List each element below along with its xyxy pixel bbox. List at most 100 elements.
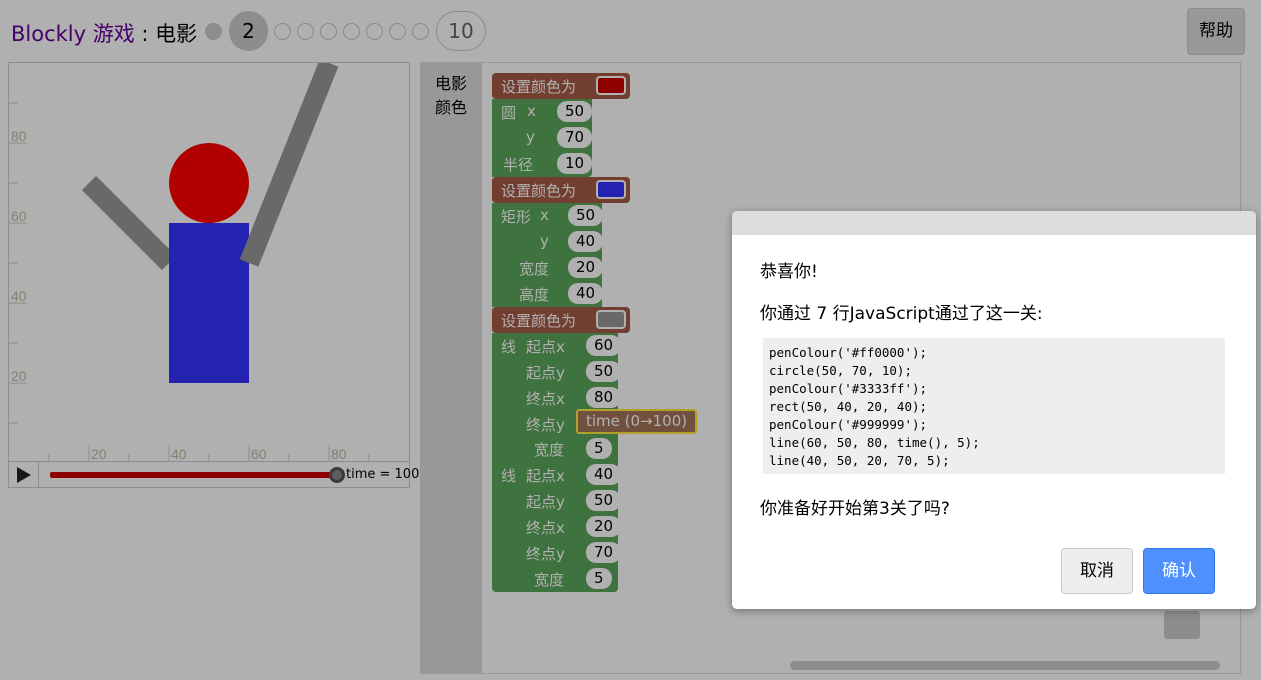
next-level-question: 你准备好开始第3关了吗?	[760, 499, 950, 519]
right-arm-line	[239, 63, 339, 267]
y-tick-40: 40	[11, 288, 27, 304]
level-dot-8[interactable]	[389, 23, 406, 40]
colour-swatch-blue[interactable]	[596, 180, 626, 199]
level-dot-9[interactable]	[412, 23, 429, 40]
block-label: 起点x	[526, 467, 565, 485]
block-label: x	[540, 206, 549, 224]
level-dot-1[interactable]	[205, 23, 222, 40]
rect-x-input[interactable]: 50	[568, 205, 604, 226]
level-dot-5[interactable]	[320, 23, 337, 40]
circle-radius-input[interactable]: 10	[557, 153, 593, 174]
congrats-text: 恭喜你!	[760, 262, 818, 282]
play-icon	[17, 467, 31, 483]
block-label: 设置颜色为	[501, 182, 577, 200]
code-line-4: rect(50, 40, 20, 40);	[769, 399, 928, 414]
title-separator: :	[134, 22, 156, 46]
body-rect	[169, 223, 249, 383]
block-label: 线	[501, 467, 517, 485]
line-block-2[interactable]: 线 起点x 40 起点y 50 终点x 20 终点y 70 宽度 5	[492, 462, 622, 592]
toolbox: 电影 颜色	[420, 62, 482, 674]
block-label: 终点x	[526, 519, 565, 537]
x-tick-40: 40	[171, 446, 187, 462]
block-label: 终点y	[526, 416, 565, 434]
block-label: 圆	[501, 104, 517, 122]
y-tick-60: 60	[11, 208, 27, 224]
colour-swatch-grey[interactable]	[596, 310, 626, 329]
level-dot-3[interactable]	[274, 23, 291, 40]
block-label: 设置颜色为	[501, 312, 577, 330]
block-label: x	[527, 102, 536, 120]
line2-y1-input[interactable]: 50	[586, 490, 622, 511]
line-block-1[interactable]: 线 起点x 60 起点y 50 终点x 80 终点y 宽度 5	[492, 333, 622, 462]
lines-of-code-message: 你通过 7 行JavaScript通过了这一关:	[760, 304, 1043, 324]
x-tick-80: 80	[331, 446, 347, 462]
app-name: 电影	[155, 22, 198, 46]
left-arm-line	[81, 175, 177, 271]
rect-width-input[interactable]: 20	[568, 257, 604, 278]
circle-block[interactable]: 圆 x 50 y 70 半径 10	[492, 99, 593, 177]
help-button[interactable]: 帮助	[1187, 8, 1245, 55]
y-tick-80: 80	[11, 128, 27, 144]
circle-y-input[interactable]: 70	[557, 127, 593, 148]
code-listing: penColour('#ff0000'); circle(50, 70, 10)…	[763, 338, 1225, 474]
line2-x2-input[interactable]: 20	[586, 516, 622, 537]
time-slider-track[interactable]	[50, 472, 338, 478]
set-colour-block-blue[interactable]: 设置颜色为	[492, 177, 630, 203]
toolbox-category-colour[interactable]: 颜色	[434, 98, 467, 117]
line1-x2-input[interactable]: 80	[586, 387, 622, 408]
code-line-3: penColour('#3333ff');	[769, 381, 928, 396]
code-line-2: circle(50, 70, 10);	[769, 363, 912, 378]
block-label: 终点y	[526, 545, 565, 563]
horizontal-scrollbar[interactable]	[790, 661, 1220, 670]
dialog-titlebar[interactable]	[732, 211, 1256, 235]
line1-x1-input[interactable]: 60	[586, 335, 622, 356]
rect-block[interactable]: 矩形 x 50 y 40 宽度 20 高度 40	[492, 203, 604, 307]
time-readout: time = 100	[346, 467, 420, 482]
line1-width-input[interactable]: 5	[586, 438, 612, 459]
line1-y1-input[interactable]: 50	[586, 361, 622, 382]
block-label: 起点x	[526, 338, 565, 356]
line2-y2-input[interactable]: 70	[586, 542, 622, 563]
block-label: 宽度	[534, 571, 565, 589]
time-scrubber: time = 100	[8, 462, 419, 488]
cancel-button[interactable]: 取消	[1061, 548, 1133, 594]
block-label: y	[526, 128, 535, 146]
circle-x-input[interactable]: 50	[557, 101, 593, 122]
level-dot-6[interactable]	[343, 23, 360, 40]
level-current: 2	[229, 11, 268, 51]
toolbox-category-movie[interactable]: 电影	[434, 74, 467, 93]
code-line-7: line(40, 50, 20, 70, 5);	[769, 453, 950, 468]
line2-x1-input[interactable]: 40	[586, 464, 622, 485]
block-label: y	[540, 232, 549, 250]
block-label: 设置颜色为	[501, 78, 577, 96]
set-colour-block-red[interactable]: 设置颜色为	[492, 73, 630, 99]
time-slider-knob[interactable]	[329, 467, 345, 483]
block-label: 线	[501, 338, 517, 356]
level-dot-4[interactable]	[297, 23, 314, 40]
header: Blockly 游戏 : 电影 2 10 帮助	[0, 0, 1261, 62]
set-colour-block-grey[interactable]: 设置颜色为	[492, 307, 630, 333]
block-label: 起点y	[526, 364, 565, 382]
brand-link[interactable]: Blockly 游戏	[11, 22, 135, 46]
block-label: 高度	[519, 286, 550, 304]
head-circle	[169, 143, 249, 223]
visualization-canvas: 80 60 40 20 20 40 60 80	[8, 62, 410, 462]
rect-y-input[interactable]: 40	[568, 231, 604, 252]
time-block[interactable]: time (0→100)	[576, 409, 698, 434]
level-dot-7[interactable]	[366, 23, 383, 40]
play-button[interactable]	[9, 462, 39, 487]
x-tick-60: 60	[251, 446, 267, 462]
line2-width-input[interactable]: 5	[586, 568, 612, 589]
trash-icon[interactable]	[1164, 611, 1200, 639]
ok-button[interactable]: 确认	[1143, 548, 1215, 594]
code-line-6: line(60, 50, 80, time(), 5);	[769, 435, 980, 450]
colour-swatch-red[interactable]	[596, 76, 626, 95]
level-10[interactable]: 10	[436, 11, 486, 51]
block-label: 矩形	[501, 208, 532, 226]
x-tick-20: 20	[91, 446, 107, 462]
rect-height-input[interactable]: 40	[568, 283, 604, 304]
page-title: Blockly 游戏 : 电影	[11, 18, 197, 48]
drawing: 80 60 40 20 20 40 60 80	[9, 63, 370, 462]
code-line-5: penColour('#999999');	[769, 417, 928, 432]
block-label: 宽度	[519, 260, 550, 278]
